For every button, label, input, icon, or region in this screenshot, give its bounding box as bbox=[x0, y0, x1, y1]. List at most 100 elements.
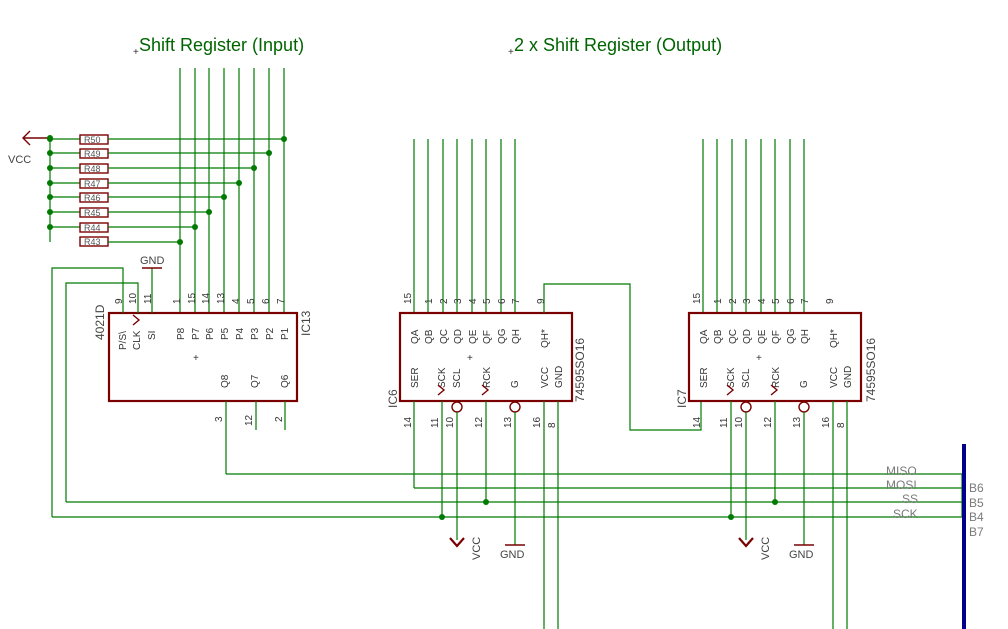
ic7-output-lines bbox=[702, 139, 805, 313]
resistor-row-4: R46 bbox=[47, 192, 227, 203]
svg-text:9: 9 bbox=[536, 298, 547, 304]
svg-text:10: 10 bbox=[445, 416, 456, 428]
svg-text:SCK: SCK bbox=[726, 367, 737, 388]
svg-text:QD: QD bbox=[742, 329, 753, 344]
svg-text:IC7: IC7 bbox=[675, 389, 689, 408]
svg-text:74595SO16: 74595SO16 bbox=[864, 338, 878, 402]
svg-text:QA: QA bbox=[699, 329, 710, 344]
svg-text:GND: GND bbox=[789, 549, 814, 561]
svg-text:5: 5 bbox=[771, 298, 782, 304]
port-label-b5: B5 bbox=[969, 496, 984, 510]
svg-text:R46: R46 bbox=[84, 193, 101, 203]
svg-text:14: 14 bbox=[403, 416, 414, 428]
resistor-row-2: R48 bbox=[47, 163, 257, 174]
bus-nets: MISO MOSI SS SCK bbox=[52, 464, 963, 521]
svg-text:R43: R43 bbox=[84, 237, 101, 247]
svg-text:RCK: RCK bbox=[771, 367, 782, 388]
svg-text:3: 3 bbox=[214, 416, 225, 422]
svg-text:GND: GND bbox=[140, 255, 165, 267]
title-origin-mark-2: + bbox=[508, 47, 514, 58]
svg-text:12: 12 bbox=[763, 416, 774, 428]
svg-text:QF: QF bbox=[771, 330, 782, 344]
svg-text:9: 9 bbox=[825, 298, 836, 304]
svg-text:RCK: RCK bbox=[482, 367, 493, 388]
svg-text:15: 15 bbox=[187, 292, 198, 304]
svg-text:4: 4 bbox=[757, 298, 768, 304]
svg-text:16: 16 bbox=[821, 416, 832, 428]
svg-text:13: 13 bbox=[503, 416, 514, 428]
vcc-symbol-input: VCC bbox=[8, 130, 50, 166]
svg-text:G: G bbox=[799, 380, 810, 388]
svg-text:P3: P3 bbox=[250, 327, 261, 340]
svg-text:1: 1 bbox=[424, 298, 435, 304]
svg-text:P/S\: P/S\ bbox=[118, 331, 129, 350]
svg-text:11: 11 bbox=[143, 293, 154, 304]
svg-text:QH*: QH* bbox=[540, 329, 551, 348]
svg-text:Q8: Q8 bbox=[220, 374, 231, 388]
svg-text:P8: P8 bbox=[176, 327, 187, 340]
svg-text:VCC: VCC bbox=[760, 537, 772, 560]
svg-text:QF: QF bbox=[482, 330, 493, 344]
svg-text:+: + bbox=[756, 353, 762, 364]
svg-text:2: 2 bbox=[439, 298, 450, 304]
svg-text:7: 7 bbox=[276, 298, 287, 304]
svg-text:QA: QA bbox=[410, 329, 421, 344]
svg-text:3: 3 bbox=[742, 298, 753, 304]
svg-text:QB: QB bbox=[713, 329, 724, 344]
vcc-symbol-ic6: VCC bbox=[449, 537, 483, 560]
title-origin-mark: + bbox=[133, 47, 139, 58]
title-output: 2 x Shift Register (Output) bbox=[514, 35, 722, 55]
net-label-sck: SCK bbox=[893, 507, 918, 521]
svg-text:SER: SER bbox=[410, 367, 421, 388]
svg-text:13: 13 bbox=[792, 416, 803, 428]
port-label-b4: B4 bbox=[969, 510, 984, 524]
svg-text:16: 16 bbox=[532, 416, 543, 428]
svg-text:VCC: VCC bbox=[471, 537, 483, 560]
svg-text:1: 1 bbox=[713, 298, 724, 304]
svg-text:12: 12 bbox=[474, 416, 485, 428]
svg-text:8: 8 bbox=[836, 422, 847, 428]
svg-text:74595SO16: 74595SO16 bbox=[573, 338, 587, 402]
svg-text:IC13: IC13 bbox=[299, 310, 313, 336]
svg-text:7: 7 bbox=[511, 298, 522, 304]
bus-connector: B6 B5 B4 B7 bbox=[962, 444, 984, 629]
svg-text:6: 6 bbox=[261, 298, 272, 304]
resistor-row-6: R44 bbox=[47, 222, 198, 233]
svg-text:QC: QC bbox=[728, 329, 739, 344]
svg-text:G: G bbox=[510, 380, 521, 388]
resistor-row-3: R47 bbox=[47, 178, 242, 189]
net-label-ss: SS bbox=[902, 492, 918, 506]
svg-text:QE: QE bbox=[468, 329, 479, 344]
resistor-row-5: R45 bbox=[47, 207, 212, 218]
svg-text:QB: QB bbox=[424, 329, 435, 344]
gnd-symbol-ic13: GND bbox=[140, 255, 165, 313]
svg-text:P6: P6 bbox=[205, 327, 216, 340]
svg-text:QH*: QH* bbox=[829, 329, 840, 348]
net-label-mosi: MOSI bbox=[886, 478, 917, 492]
svg-text:4021D: 4021D bbox=[93, 304, 107, 340]
svg-text:SER: SER bbox=[699, 367, 710, 388]
port-label-b6: B6 bbox=[969, 481, 984, 495]
svg-text:IC6: IC6 bbox=[386, 389, 400, 408]
svg-text:2: 2 bbox=[274, 416, 285, 422]
svg-text:10: 10 bbox=[128, 292, 139, 304]
svg-text:4: 4 bbox=[231, 298, 242, 304]
svg-text:+: + bbox=[467, 353, 473, 364]
title-input: Shift Register (Input) bbox=[139, 35, 304, 55]
vcc-symbol-ic7: VCC bbox=[738, 537, 772, 560]
svg-text:CLK: CLK bbox=[132, 330, 143, 350]
svg-text:14: 14 bbox=[692, 416, 703, 428]
svg-text:P1: P1 bbox=[280, 327, 291, 340]
resistor-row-7: R43 bbox=[49, 227, 183, 247]
svg-text:R44: R44 bbox=[84, 223, 101, 233]
svg-text:GND: GND bbox=[843, 366, 854, 388]
svg-text:SCL: SCL bbox=[452, 368, 463, 388]
svg-text:6: 6 bbox=[497, 298, 508, 304]
svg-text:9: 9 bbox=[114, 298, 125, 304]
svg-text:GND: GND bbox=[500, 549, 525, 561]
svg-text:11: 11 bbox=[719, 417, 730, 428]
port-label-b7: B7 bbox=[969, 525, 984, 539]
ic6-output-lines bbox=[413, 139, 516, 313]
svg-text:P4: P4 bbox=[235, 327, 246, 340]
svg-text:QG: QG bbox=[497, 328, 508, 344]
